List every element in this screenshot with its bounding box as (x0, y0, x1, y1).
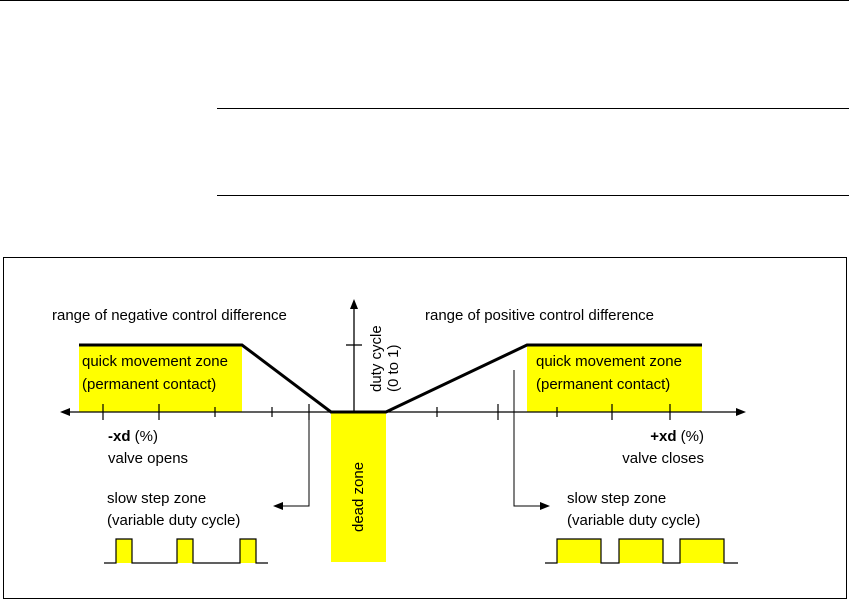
slow-step-leader-left-arrow (273, 502, 283, 510)
pos-range-label: range of positive control difference (425, 307, 654, 324)
slow-step-leader-left (281, 416, 310, 507)
diagram-frame (3, 257, 847, 599)
y-axis-arrow (350, 299, 358, 309)
slow-step-right-title: slow step zone (567, 490, 666, 507)
neg-range-label: range of negative control difference (52, 307, 287, 324)
pulse-right-1 (557, 539, 601, 563)
quick-zone-left (79, 345, 242, 412)
slow-step-right-sub: (variable duty cycle) (567, 512, 700, 529)
quick-zone-right-sub: (permanent contact) (536, 376, 670, 393)
quick-zone-right (527, 345, 702, 412)
pos-axis-label: +xd (%) (650, 428, 704, 445)
x-axis-left-arrow (60, 408, 70, 416)
valve-opens-label: valve opens (108, 450, 188, 467)
valve-closes-label: valve closes (622, 450, 704, 467)
pulse-right-2 (619, 539, 663, 563)
neg-axis-label: -xd (%) (108, 428, 158, 445)
slow-step-left-sub: (variable duty cycle) (107, 512, 240, 529)
quick-zone-left-sub: (permanent contact) (82, 376, 216, 393)
pulse-left-1 (116, 539, 132, 563)
slow-step-leader-right (513, 370, 542, 507)
slow-step-leader-right-arrow (540, 502, 550, 510)
x-axis-right-arrow (736, 408, 746, 416)
rule-lower (217, 195, 849, 196)
pulse-train-right (545, 538, 738, 564)
pulse-left-3 (240, 539, 256, 563)
dead-zone-label: dead zone (350, 462, 367, 532)
rule-upper (217, 108, 849, 109)
duty-cycle-label-1: duty cycle (368, 325, 385, 392)
duty-cycle-label-2: (0 to 1) (385, 344, 402, 392)
pulse-left-2 (177, 539, 193, 563)
pulse-train-left (104, 538, 268, 564)
quick-zone-right-title: quick movement zone (536, 353, 682, 370)
slow-step-left-title: slow step zone (107, 490, 206, 507)
dead-zone-box (331, 412, 386, 562)
quick-zone-left-title: quick movement zone (82, 353, 228, 370)
top-rule (0, 0, 849, 1)
pulse-right-3 (680, 539, 724, 563)
